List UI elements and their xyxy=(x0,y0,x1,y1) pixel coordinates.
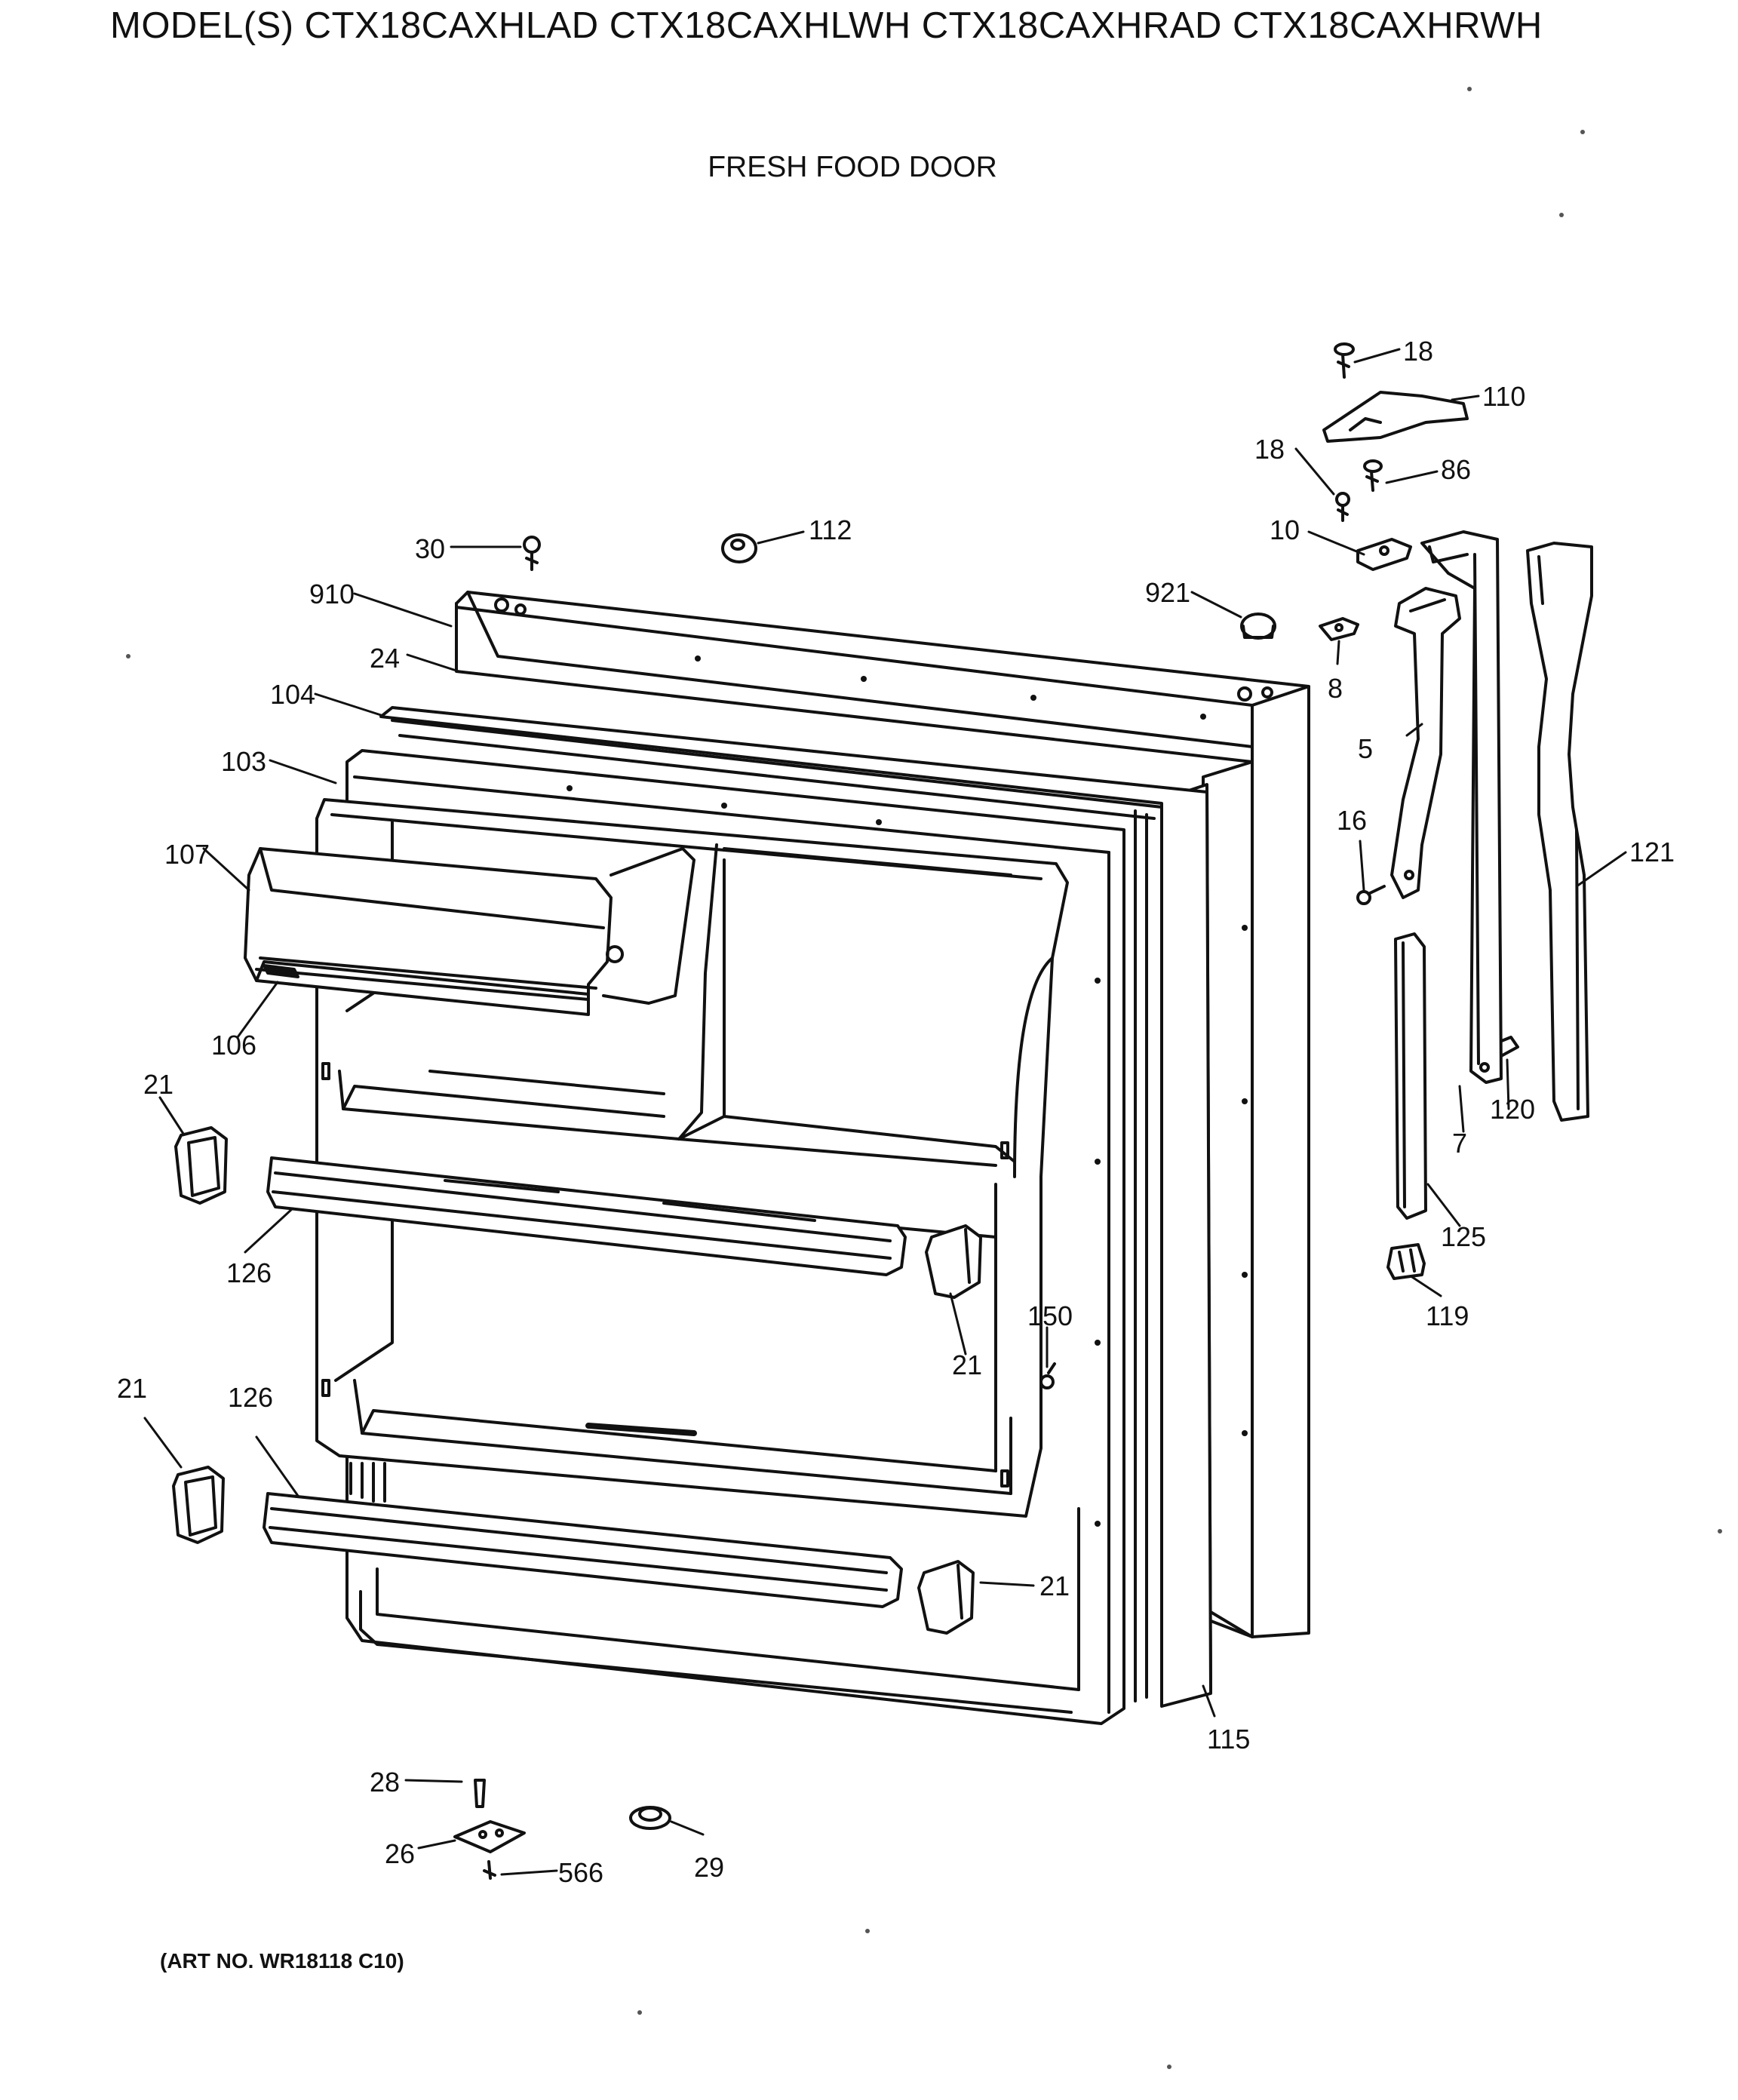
shelf-end-cap-right-lower xyxy=(917,1560,975,1635)
bracket-8 xyxy=(1319,617,1359,641)
callout-18-top: 18 xyxy=(1403,336,1433,367)
screw-30 xyxy=(523,536,541,571)
hinge-10 xyxy=(1356,538,1412,571)
callout-21-left-lower: 21 xyxy=(117,1373,147,1404)
callout-24: 24 xyxy=(370,643,400,674)
callout-110: 110 xyxy=(1482,381,1525,412)
art-number: (ART NO. WR18118 C10) xyxy=(160,1949,404,1973)
callout-921: 921 xyxy=(1145,577,1190,608)
door-gasket xyxy=(379,706,1212,1708)
callout-121: 121 xyxy=(1629,837,1675,867)
trim-strip-125 xyxy=(1394,932,1427,1220)
callout-103: 103 xyxy=(221,746,266,777)
screw-18-mid xyxy=(1335,492,1350,522)
screw-150 xyxy=(1039,1362,1056,1389)
shelf-end-cap-left-lower xyxy=(172,1466,225,1544)
callout-126-upper: 126 xyxy=(226,1257,272,1288)
model-numbers-title: MODEL(S) CTX18CAXHLAD CTX18CAXHLWH CTX18… xyxy=(110,5,1543,46)
callout-150: 150 xyxy=(1027,1300,1073,1331)
callout-126-lower: 126 xyxy=(228,1382,273,1413)
callout-21-right-lower: 21 xyxy=(1039,1570,1070,1601)
screw-566 xyxy=(483,1860,496,1880)
callout-566: 566 xyxy=(558,1857,603,1888)
callout-910: 910 xyxy=(309,579,355,609)
callout-30: 30 xyxy=(415,533,445,564)
screw-18-top xyxy=(1334,342,1355,379)
plug-921 xyxy=(1240,612,1276,640)
callout-26: 26 xyxy=(385,1838,415,1869)
callout-5: 5 xyxy=(1358,733,1373,764)
callout-115: 115 xyxy=(1207,1724,1250,1755)
shelf-end-cap-right-upper xyxy=(925,1224,982,1299)
callout-18-mid: 18 xyxy=(1254,434,1285,465)
callout-10: 10 xyxy=(1270,514,1300,545)
callout-106: 106 xyxy=(211,1030,256,1061)
callout-120: 120 xyxy=(1490,1094,1535,1125)
callout-29: 29 xyxy=(694,1852,724,1883)
grommet-29 xyxy=(629,1806,671,1830)
callout-21-left-upper: 21 xyxy=(143,1069,173,1100)
callout-86: 86 xyxy=(1441,454,1471,485)
handle-5 xyxy=(1390,587,1461,899)
handle-rail-7 xyxy=(1420,530,1503,1084)
scan-specks xyxy=(126,87,1722,2069)
upper-shelf-bar xyxy=(266,1156,907,1276)
lower-shelf-bar xyxy=(263,1492,903,1608)
callout-112: 112 xyxy=(809,514,852,545)
callout-107: 107 xyxy=(164,839,210,870)
handle-end-cap-110 xyxy=(1322,391,1469,443)
callout-8: 8 xyxy=(1328,673,1343,704)
callout-7: 7 xyxy=(1452,1128,1467,1159)
dairy-compartment-door xyxy=(244,847,696,1016)
pin-28 xyxy=(474,1779,486,1808)
callout-104: 104 xyxy=(270,679,315,710)
screw-16 xyxy=(1356,885,1386,905)
hinge-plate-26 xyxy=(453,1820,526,1853)
shelf-end-cap-left-upper xyxy=(174,1126,228,1205)
callout-125: 125 xyxy=(1441,1221,1486,1252)
callout-28: 28 xyxy=(370,1767,400,1798)
section-title: FRESH FOOD DOOR xyxy=(708,151,997,183)
callout-16: 16 xyxy=(1337,805,1367,836)
callout-21-right-upper: 21 xyxy=(952,1349,982,1380)
screw-86 xyxy=(1363,459,1383,492)
clip-119 xyxy=(1386,1243,1426,1280)
callout-119: 119 xyxy=(1426,1300,1469,1331)
leader-lines xyxy=(143,348,1627,1876)
handle-cover-121 xyxy=(1526,542,1593,1122)
plug-112 xyxy=(721,533,757,563)
callout-labels: 18 110 18 86 10 112 30 910 921 24 8 104 … xyxy=(117,336,1675,1888)
